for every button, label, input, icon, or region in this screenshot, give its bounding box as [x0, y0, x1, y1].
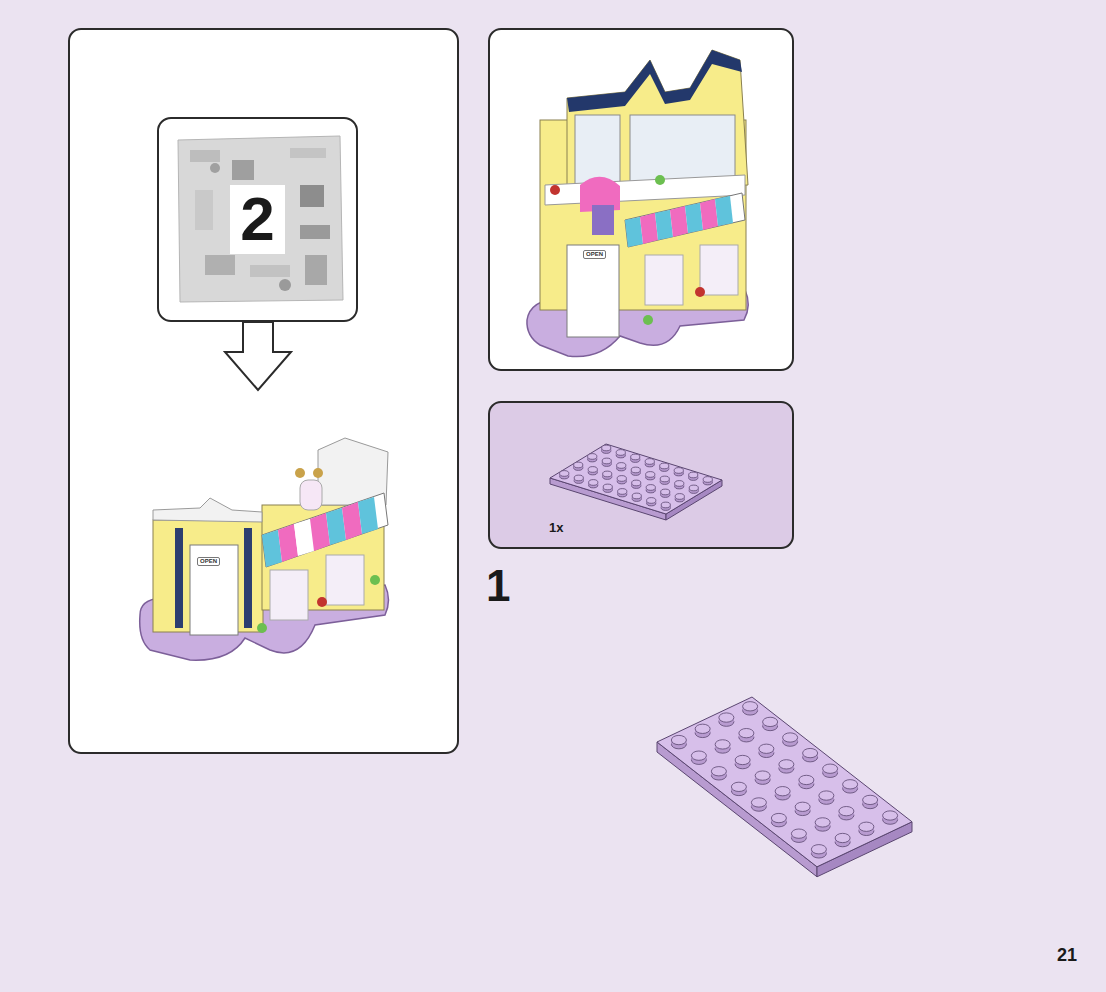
model-bottom-left — [140, 438, 389, 660]
part-quantity: 1x — [549, 521, 563, 535]
page-number: 21 — [1057, 946, 1077, 966]
bag-callout-fill — [158, 118, 357, 321]
sign-text: OPEN — [583, 250, 606, 259]
parts-bag — [178, 136, 343, 302]
down-arrow — [225, 322, 291, 390]
plate-4x8 — [657, 697, 912, 877]
sign-text: OPEN — [197, 557, 220, 566]
plate-4x8 — [550, 444, 722, 520]
bag-number: 2 — [230, 185, 284, 253]
sub-step-panel — [69, 29, 458, 753]
bag-callout: 2 — [157, 117, 358, 322]
plate-drawings — [550, 444, 912, 877]
parts-callout: 1x — [488, 401, 794, 549]
result-panel — [489, 29, 793, 370]
parts-callout-fill — [489, 402, 793, 548]
step-number: 1 — [486, 562, 510, 610]
model-top-right — [527, 50, 748, 357]
